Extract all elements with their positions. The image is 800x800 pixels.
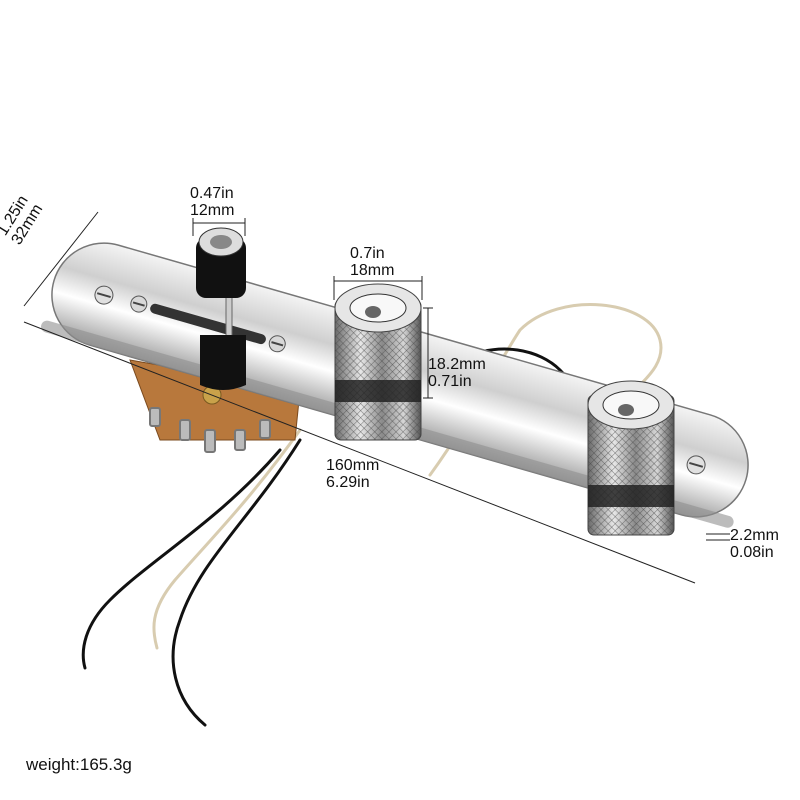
switch-tip-dimension: 0.47in 12mm: [190, 185, 234, 219]
switch-tip-imperial: 0.47in: [190, 185, 234, 202]
knob-height-metric: 18.2mm: [428, 356, 486, 373]
knob-height-imperial: 0.71in: [428, 373, 472, 390]
plate-length-dimension: 160mm 6.29in: [326, 457, 379, 491]
plate-length-metric: 160mm: [326, 457, 380, 474]
weight-label: weight:165.3g: [26, 755, 132, 774]
plate-thickness-metric: 2.2mm: [730, 527, 779, 544]
plate-length-imperial: 6.29in: [326, 474, 370, 491]
knob-height-dimension: 18.2mm 0.71in: [428, 356, 486, 390]
knob-diameter-imperial: 0.7in: [350, 245, 385, 262]
tone-knob: [587, 380, 675, 536]
dimension-lines: [23, 211, 730, 584]
plate-thickness-imperial: 0.08in: [730, 544, 774, 561]
volume-knob: [334, 283, 422, 441]
knob-diameter-dimension: 0.7in 18mm: [350, 245, 394, 279]
plate-thickness-dimension: 2.2mm 0.08in: [730, 527, 779, 561]
switch-lever: [196, 227, 246, 390]
switch-tip-metric: 12mm: [190, 202, 235, 219]
knob-diameter-metric: 18mm: [350, 262, 395, 279]
